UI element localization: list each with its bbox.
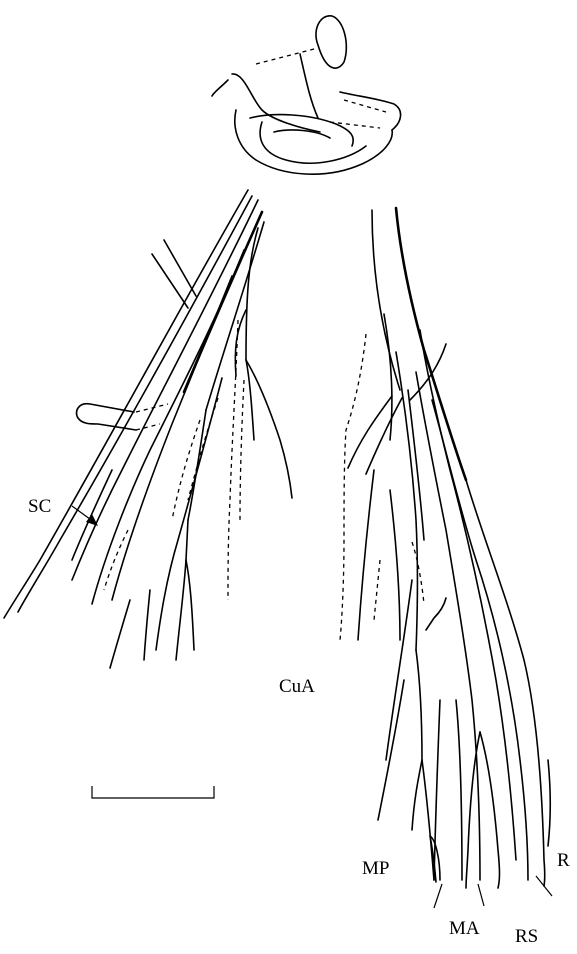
label-r: R bbox=[557, 850, 570, 871]
label-sc: SC bbox=[28, 496, 51, 517]
label-mp: MP bbox=[362, 858, 389, 879]
scale-bar bbox=[92, 786, 214, 798]
label-cua: CuA bbox=[279, 676, 315, 697]
label-rs: RS bbox=[515, 926, 538, 947]
label-leader-lines bbox=[434, 876, 552, 908]
label-ma: MA bbox=[449, 918, 480, 939]
right-wing-veins bbox=[340, 208, 550, 888]
wing-base-sclerites bbox=[212, 16, 401, 174]
left-wing-veins bbox=[4, 190, 292, 668]
